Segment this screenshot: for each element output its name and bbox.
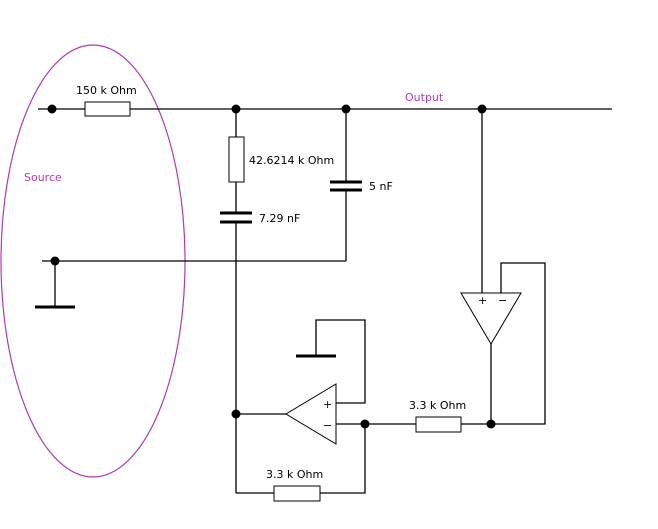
resistor-feedback-bottom — [273, 485, 321, 502]
node-input — [47, 104, 57, 114]
resistor-input — [84, 101, 131, 117]
opamp-lower-plus: + — [323, 398, 332, 411]
capacitor-series-label: 7.29 nF — [259, 212, 300, 225]
resistor-input-label: 150 k Ohm — [76, 84, 137, 97]
opamp-buffer-plus: + — [478, 294, 487, 307]
source-label: Source — [24, 171, 62, 184]
opamp-plus-ground-wire — [315, 319, 366, 404]
buffer-feedback-wire — [491, 262, 546, 425]
output-label: Output — [405, 91, 444, 104]
resistor-feedback-right — [415, 416, 462, 433]
opamp-lower-minus: − — [323, 419, 332, 432]
bottom-feedback-wire-right — [320, 424, 366, 494]
opamp-buffer-minus: − — [498, 294, 507, 307]
opamp-lower — [285, 383, 337, 445]
resistor-feedback-bottom-label: 3.3 k Ohm — [266, 468, 323, 481]
node-opamp-output — [231, 409, 241, 419]
resistor-series-label: 42.6214 k Ohm — [249, 154, 334, 167]
capacitor-output-label: 5 nF — [369, 180, 393, 193]
resistor-feedback-right-label: 3.3 k Ohm — [409, 399, 466, 412]
opamp-buffer — [460, 292, 522, 345]
resistor-series — [228, 136, 245, 183]
